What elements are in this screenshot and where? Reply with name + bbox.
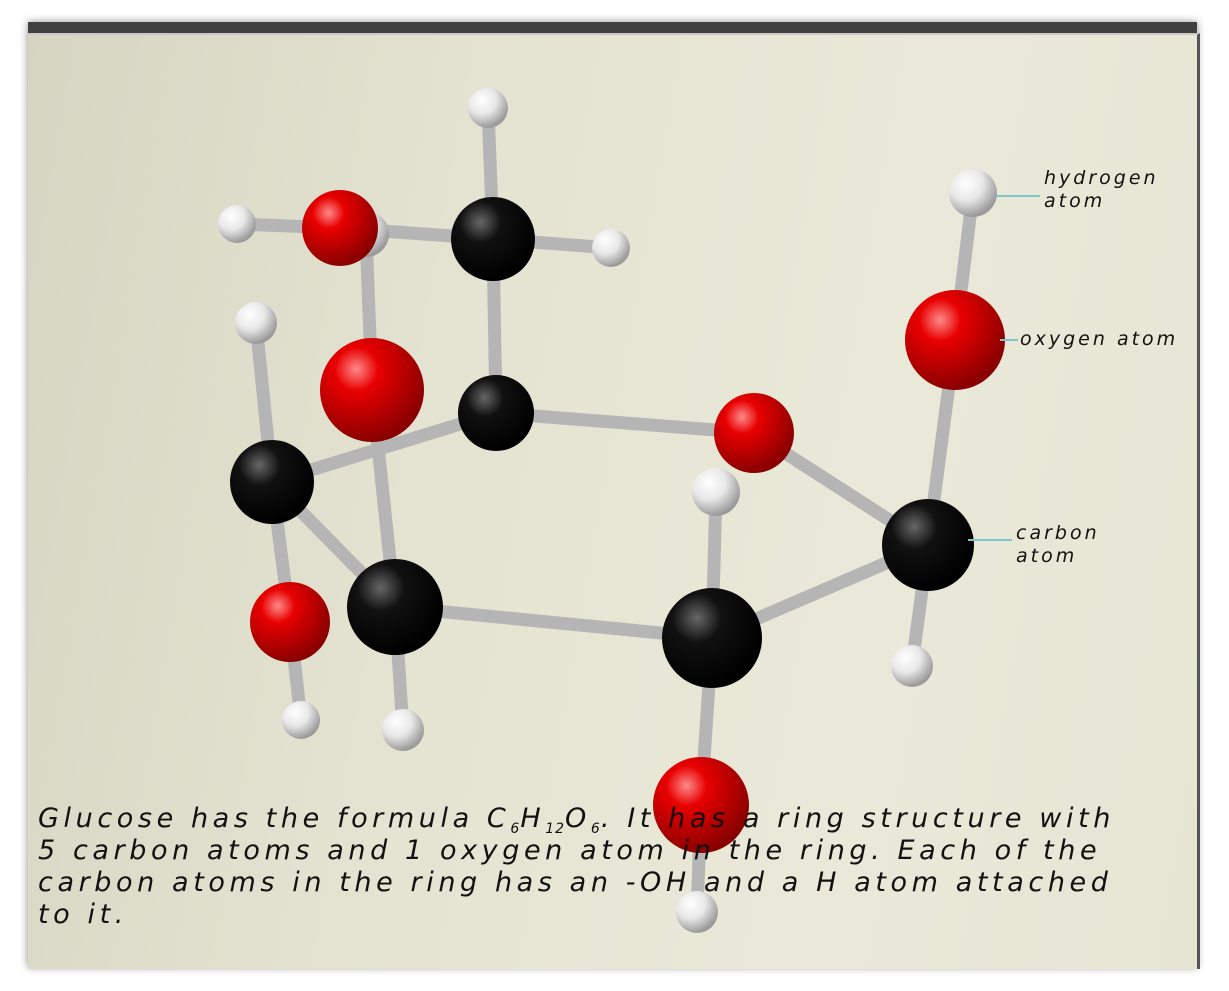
hydrogen-atom xyxy=(891,645,933,687)
caption-line-3: carbon atoms in the ring has an -OH and … xyxy=(38,867,1113,898)
caption-text: Glucose has the formula C xyxy=(38,803,511,834)
carbon-atom-label: carbon atom xyxy=(1016,522,1100,568)
oxygen-atom xyxy=(302,190,378,266)
hydrogen-label-line2: atom xyxy=(1044,190,1106,212)
hydrogen-atom xyxy=(235,302,277,344)
carbon-atom xyxy=(662,588,762,688)
carbon-label-line2: atom xyxy=(1016,545,1078,567)
hydrogen-atom xyxy=(692,468,740,516)
carbon-atom xyxy=(882,499,974,591)
carbon-atom xyxy=(347,559,443,655)
caption-line-1: Glucose has the formula C6H12O6. It has … xyxy=(38,803,1198,837)
hydrogen-atom xyxy=(592,229,630,267)
caption-text: O xyxy=(565,803,591,834)
hydrogen-atom-label: hydrogen atom xyxy=(1044,167,1159,213)
oxygen-atom xyxy=(714,393,794,473)
caption-line-4: to it. xyxy=(38,899,128,930)
oxygen-atom-label: oxygen atom xyxy=(1020,328,1179,350)
carbon-atom xyxy=(458,375,534,451)
hydrogen-atom xyxy=(218,205,256,243)
caption-text: H xyxy=(520,803,546,834)
subscript: 12 xyxy=(545,821,566,837)
oxygen-atom xyxy=(250,582,330,662)
caption-text: . It has a ring structure with xyxy=(600,803,1115,834)
bond xyxy=(489,406,761,440)
figure-panel xyxy=(28,33,1200,969)
oxygen-atom xyxy=(320,338,424,442)
figure-frame xyxy=(28,22,1200,969)
hydrogen-atom xyxy=(382,709,424,751)
carbon-atom xyxy=(451,197,535,281)
subscript: 6 xyxy=(590,821,601,837)
carbon-atom xyxy=(230,440,314,524)
carbon-label-line1: carbon xyxy=(1016,522,1100,544)
subscript: 6 xyxy=(510,821,521,837)
oxygen-atom xyxy=(905,290,1005,390)
hydrogen-label-line1: hydrogen xyxy=(1044,167,1159,189)
oxygen-atom xyxy=(653,757,749,853)
hydrogen-atom xyxy=(676,891,718,933)
caption: Glucose has the formula C6H12O6. It has … xyxy=(38,803,1198,931)
hydrogen-atom xyxy=(282,701,320,739)
bond xyxy=(388,600,719,645)
hydrogen-atom xyxy=(949,169,997,217)
hydrogen-atom xyxy=(468,88,508,128)
caption-line-2: 5 carbon atoms and 1 oxygen atom in the … xyxy=(38,835,1102,866)
frame-top-bar xyxy=(28,22,1197,33)
